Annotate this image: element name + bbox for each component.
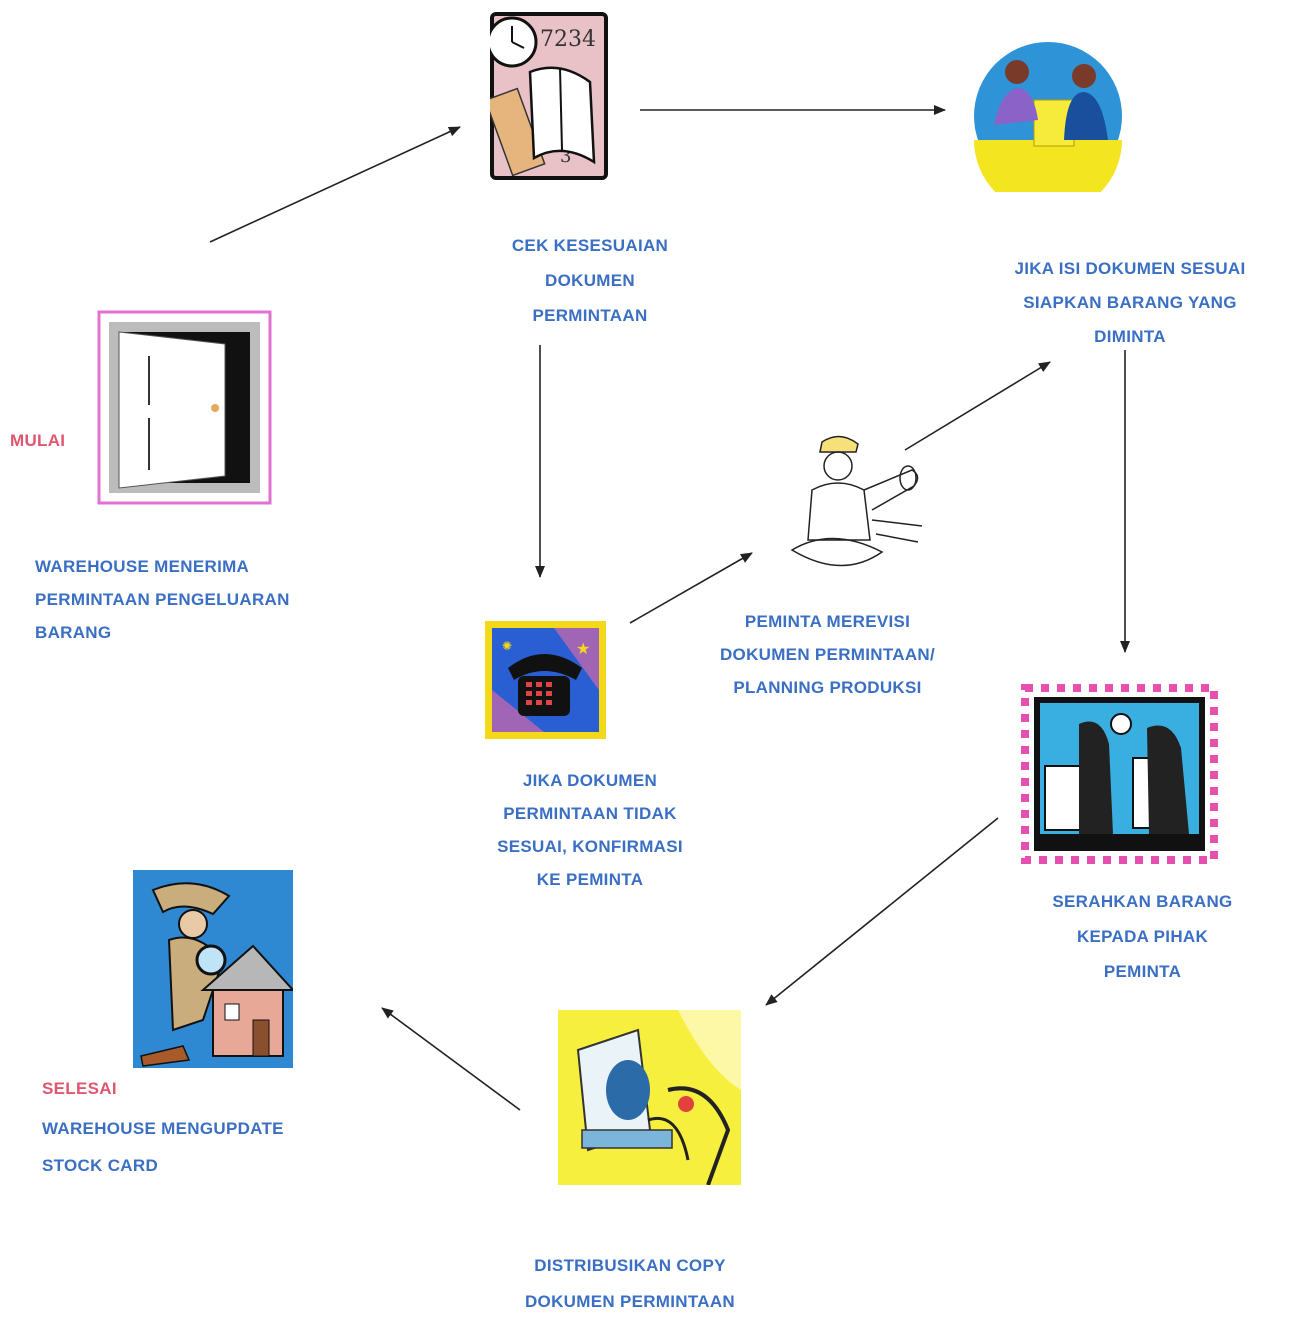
step-distribute-line-1: DISTRIBUSIKAN COPY xyxy=(534,1256,726,1275)
book-clock-icon: 7234 3 xyxy=(484,12,608,180)
step-update-line-1: WAREHOUSE MENGUPDATE xyxy=(42,1119,284,1138)
svg-text:7234: 7234 xyxy=(540,27,596,52)
arrow-handover-to-distribute xyxy=(765,817,999,1006)
engineer-blueprint-icon xyxy=(772,430,932,585)
step-check-line-2: DOKUMEN xyxy=(545,271,635,290)
step-receive-line-2: PERMINTAAN PENGELUARAN xyxy=(35,590,290,609)
arrow-distribute-to-update xyxy=(381,1007,521,1111)
step-handover-label: SERAHKAN BARANG KEPADA PIHAK PEMINTA xyxy=(1020,884,1265,989)
arrow-revise-to-prepare xyxy=(904,361,1051,451)
open-door-icon xyxy=(97,310,272,505)
svg-text:✺: ✺ xyxy=(502,639,512,653)
step-confirm-line-2: PERMINTAAN TIDAK xyxy=(503,804,677,823)
step-prepare-line-1: JIKA ISI DOKUMEN SESUAI xyxy=(1014,259,1246,278)
detective-house-icon xyxy=(133,870,296,1068)
step-confirm-label: JIKA DOKUMEN PERMINTAAN TIDAK SESUAI, KO… xyxy=(465,764,715,896)
step-handover-line-3: PEMINTA xyxy=(1103,962,1182,981)
arrow-confirm-to-revise xyxy=(629,552,753,624)
step-update-line-2: STOCK CARD xyxy=(42,1156,159,1175)
step-revise-line-3: PLANNING PRODUKSI xyxy=(733,678,922,697)
start-label: MULAI xyxy=(10,431,66,450)
step-update-label: WAREHOUSE MENGUPDATE STOCK CARD xyxy=(42,1110,284,1184)
step-receive-label: WAREHOUSE MENERIMA PERMINTAAN PENGELUARA… xyxy=(35,550,290,649)
step-confirm-line-3: SESUAI, KONFIRMASI xyxy=(497,837,683,856)
step-confirm-line-1: JIKA DOKUMEN xyxy=(522,771,658,790)
step-receive-line-1: WAREHOUSE MENERIMA xyxy=(35,557,250,576)
computer-copy-icon xyxy=(558,1010,741,1186)
step-revise-line-1: PEMINTA MEREVISI xyxy=(744,612,911,631)
step-check-line-1: CEK KESESUAIAN xyxy=(511,236,669,255)
step-check-label: CEK KESESUAIAN DOKUMEN PERMINTAAN xyxy=(470,228,710,333)
end-label: SELESAI xyxy=(42,1079,117,1098)
step-revise-line-2: DOKUMEN PERMINTAAN/ xyxy=(719,645,936,664)
arrow-receive-to-check xyxy=(209,126,461,243)
step-confirm-line-4: KE PEMINTA xyxy=(536,870,644,889)
step-revise-label: PEMINTA MEREVISI DOKUMEN PERMINTAAN/ PLA… xyxy=(680,605,975,704)
handshake-people-icon xyxy=(972,40,1124,214)
telephone-icon: ★ ✺ xyxy=(484,620,607,740)
step-prepare-line-2: SIAPKAN BARANG YANG xyxy=(1023,293,1237,312)
step-distribute-line-2: DOKUMEN PERMINTAAN xyxy=(524,1292,736,1311)
step-check-line-3: PERMINTAAN xyxy=(532,306,648,325)
step-receive-line-3: BARANG xyxy=(35,623,112,642)
step-prepare-label: JIKA ISI DOKUMEN SESUAI SIAPKAN BARANG Y… xyxy=(985,252,1275,354)
svg-text:★: ★ xyxy=(576,641,590,658)
step-distribute-label: DISTRIBUSIKAN COPY DOKUMEN PERMINTAAN xyxy=(490,1248,770,1320)
step-handover-line-2: KEPADA PIHAK xyxy=(1076,927,1209,946)
business-meeting-icon xyxy=(1021,684,1218,864)
svg-text:3: 3 xyxy=(560,146,571,167)
step-handover-line-1: SERAHKAN BARANG xyxy=(1052,892,1233,911)
step-prepare-line-3: DIMINTA xyxy=(1094,327,1166,346)
